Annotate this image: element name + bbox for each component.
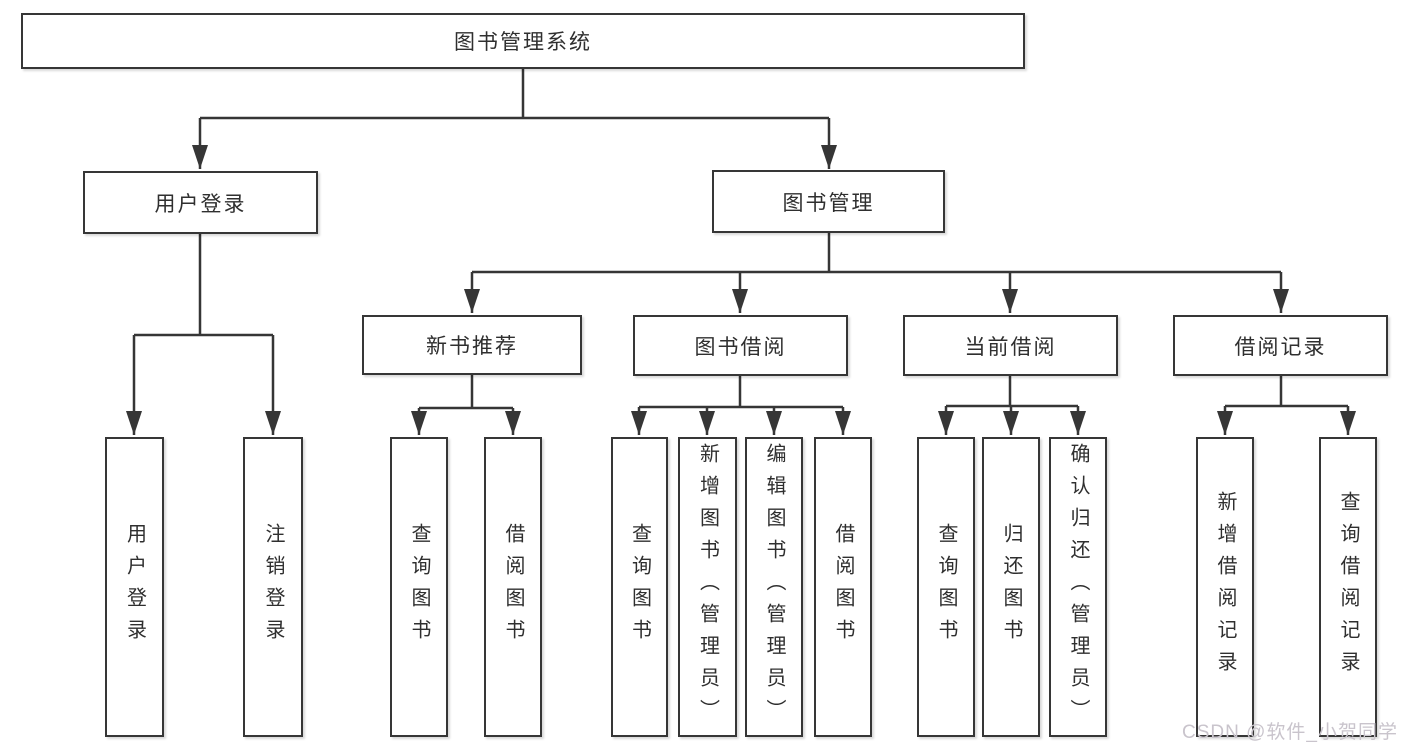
leaf-confirm-return-admin: 确认归还（管理员） [1049,437,1107,737]
leaf-query-books-current: 查询图书 [917,437,975,737]
node-book-borrow: 图书借阅 [633,315,848,376]
leaf-query-books-recommend: 查询图书 [390,437,448,737]
leaf-edit-book-admin: 编辑图书（管理员） [745,437,803,737]
leaf-user-login: 用户登录 [105,437,164,737]
leaf-logout-login: 注销登录 [243,437,303,737]
leaf-add-book-admin: 新增图书（管理员） [678,437,737,737]
leaf-query-books-borrow: 查询图书 [611,437,668,737]
node-new-book-recommend: 新书推荐 [362,315,582,375]
node-user-login: 用户登录 [83,171,318,234]
watermark: CSDN @软件_小贺同学 [1182,722,1398,743]
leaf-query-borrow-record: 查询借阅记录 [1319,437,1377,737]
leaf-add-borrow-record: 新增借阅记录 [1196,437,1254,737]
node-current-borrow: 当前借阅 [903,315,1118,376]
leaf-borrow-books-recommend: 借阅图书 [484,437,542,737]
leaf-borrow-books-borrow: 借阅图书 [814,437,872,737]
node-borrow-records: 借阅记录 [1173,315,1388,376]
leaf-return-books: 归还图书 [982,437,1040,737]
node-book-management: 图书管理 [712,170,945,233]
node-root: 图书管理系统 [21,13,1025,69]
